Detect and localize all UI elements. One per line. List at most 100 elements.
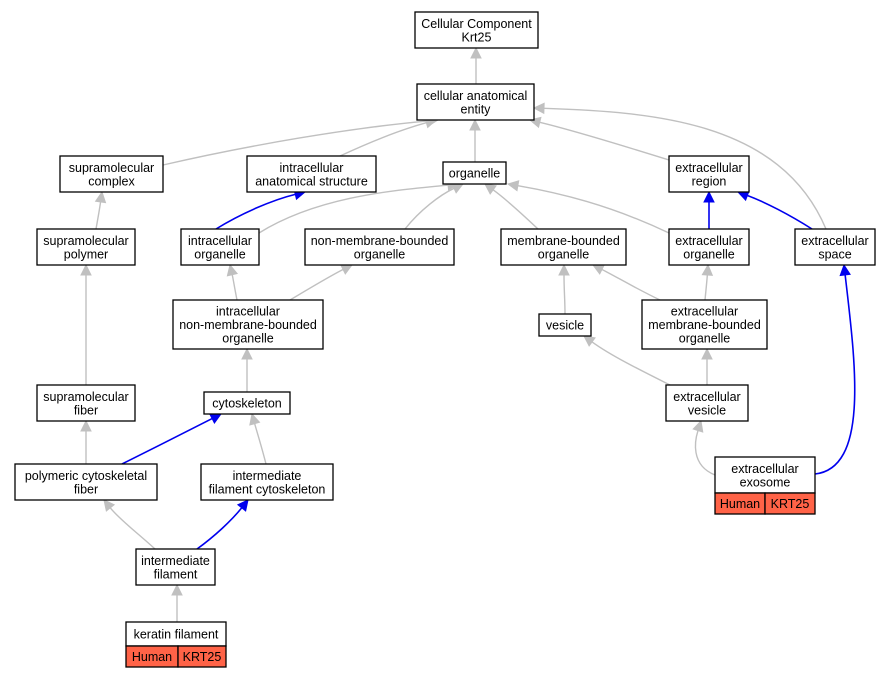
gene-label: KRT25 (771, 497, 810, 511)
node-label: extracellular (801, 234, 868, 248)
edge-suppol-to-supcx (95, 201, 102, 230)
node-label: entity (461, 102, 492, 116)
node-label: intracellular (216, 305, 280, 319)
node-label: supramolecular (69, 161, 154, 175)
node-label: organelle (222, 332, 273, 346)
node-box (36, 384, 136, 422)
gene-tag (764, 492, 816, 515)
node-box (538, 313, 592, 337)
node-box (304, 228, 455, 266)
edge-exo-to-exsp (814, 274, 856, 475)
node-label: organelle (354, 247, 405, 261)
node-label: non-membrane-bounded (179, 318, 317, 332)
node-label: complex (88, 174, 135, 188)
edge-exo-to-exves (694, 430, 716, 476)
node-label: exosome (740, 475, 791, 489)
node-org[interactable]: organelle (442, 161, 507, 185)
node-label: organelle (538, 247, 589, 261)
node-cytosk[interactable]: cytoskeleton (203, 391, 291, 415)
arrowhead-icon (241, 347, 253, 360)
node-label: intracellular (188, 234, 252, 248)
arrowhead-icon (692, 419, 704, 433)
edge-exreg-to-cae (539, 121, 670, 161)
node-label: polymer (64, 247, 108, 261)
node-label: supramolecular (43, 234, 128, 248)
node-box (14, 463, 158, 501)
node-box (59, 155, 164, 193)
node-label: cellular anatomical (424, 89, 528, 103)
node-label: polymeric cytoskeletal (25, 469, 147, 483)
node-box (668, 228, 750, 266)
edge-if-to-ifc (196, 507, 243, 550)
arrowhead-icon (94, 190, 107, 204)
arrowhead-icon (103, 499, 116, 512)
node-box (500, 228, 627, 266)
arrowhead-icon (558, 263, 570, 276)
edge-if-to-pcf (109, 507, 156, 550)
node-label: filament cytoskeleton (209, 482, 326, 496)
node-box (135, 548, 216, 586)
arrowhead-icon (80, 419, 92, 432)
edge-mbo-to-org (492, 189, 539, 230)
edge-pcf-to-cytosk (121, 417, 213, 465)
edge-inmbo-to-iorg (231, 274, 238, 301)
edge-inmbo-to-nmbo (289, 268, 344, 301)
edge-exmbo-to-mbo (601, 268, 661, 301)
edge-exsp-to-exreg (747, 194, 813, 230)
arrowhead-icon (703, 190, 715, 203)
gene-tag (177, 645, 227, 668)
node-label: intermediate (233, 469, 302, 483)
node-label: intracellular (280, 161, 344, 175)
species-label: Human (720, 497, 760, 511)
node-box (668, 155, 750, 193)
node-label: Krt25 (462, 30, 492, 44)
arrowhead-icon (532, 102, 545, 115)
edge-nmbo-to-org (404, 187, 455, 230)
arrowhead-icon (249, 412, 261, 426)
node-label: filament (154, 567, 198, 581)
edge-exsp-to-cae (543, 107, 827, 230)
node-ves[interactable]: vesicle (538, 313, 592, 337)
node-label: organelle (449, 167, 500, 181)
node-box (641, 299, 768, 350)
node-label: non-membrane-bounded (311, 234, 449, 248)
arrowhead-icon (583, 335, 596, 347)
node-inmbo[interactable]: intracellularnon-membrane-boundedorganel… (172, 299, 324, 350)
node-label: keratin filament (134, 628, 219, 642)
node-label: space (818, 247, 851, 261)
node-label: extracellular (671, 305, 738, 319)
arrowhead-icon (451, 183, 465, 194)
edge-ifc-to-cytosk (254, 423, 267, 465)
edge-ias-to-cae (339, 122, 427, 157)
node-box (442, 161, 507, 185)
graph-edges (80, 46, 856, 623)
arrowhead-icon (80, 263, 92, 276)
arrowhead-icon (470, 46, 482, 59)
node-label: vesicle (546, 319, 584, 333)
node-label: intermediate (141, 554, 210, 568)
arrowhead-icon (701, 263, 714, 276)
arrowhead-icon (340, 264, 353, 275)
node-label: cytoskeleton (212, 397, 282, 411)
